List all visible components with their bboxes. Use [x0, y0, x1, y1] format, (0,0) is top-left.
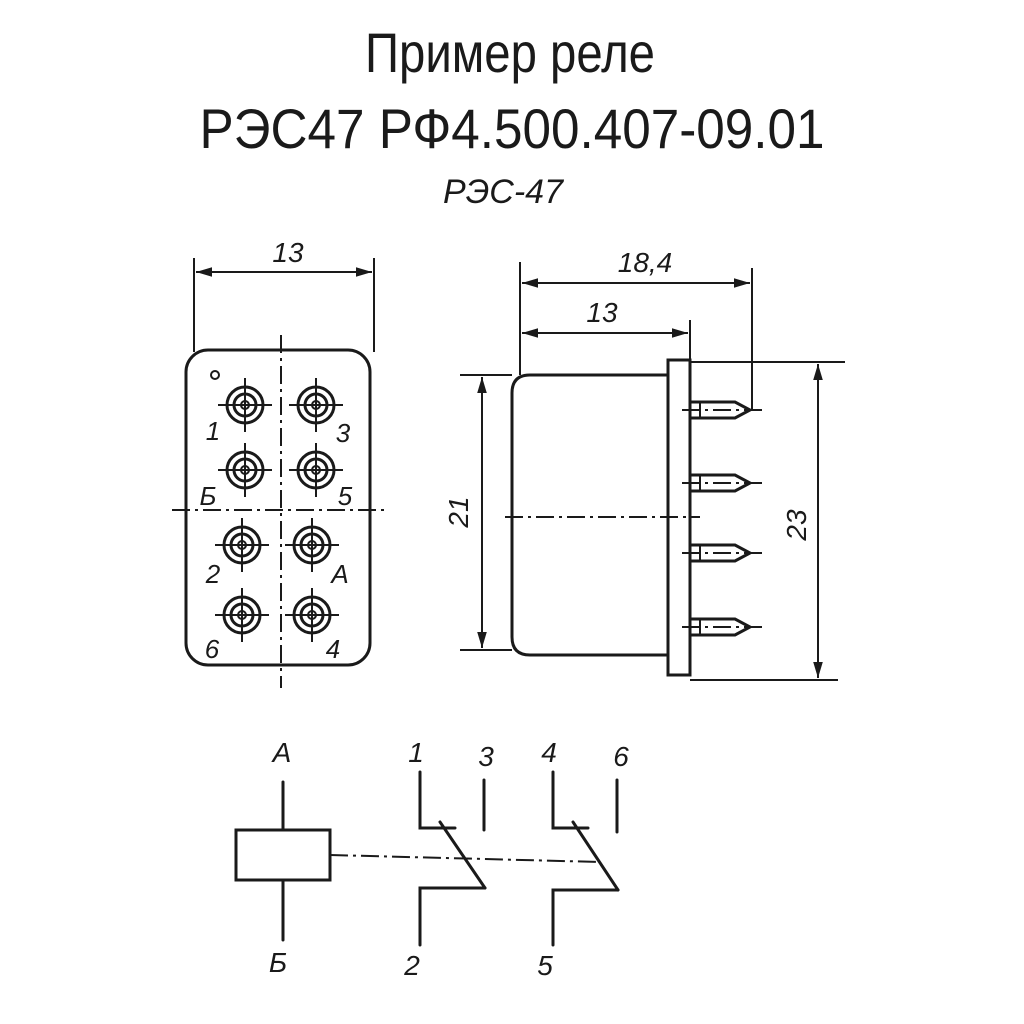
contact-label-4: 4 [541, 737, 557, 768]
pin-terminal [285, 588, 339, 642]
contact-label-6: 6 [613, 741, 629, 772]
contact-group-2: 4 6 5 [537, 737, 629, 981]
relay-coil [234, 828, 332, 882]
contact-label-5: 5 [537, 950, 553, 981]
pin-terminal [215, 588, 269, 642]
flange-height-dim: 23 [781, 509, 812, 542]
coil-label-b: Б [269, 947, 287, 978]
relay-body [510, 373, 670, 657]
pin-label-6: 6 [205, 634, 220, 664]
side-pin [682, 543, 765, 563]
schematic: А Б 1 3 2 4 6 5 [234, 737, 629, 981]
pin-terminal [289, 443, 343, 497]
pin-terminal [218, 443, 272, 497]
body-length-dim: 13 [586, 297, 618, 328]
body-height-dim: 21 [443, 496, 474, 528]
side-pin [682, 473, 765, 493]
contact-group-1: 1 3 2 [403, 737, 494, 981]
pin-terminal [215, 518, 269, 572]
title: Пример реле [365, 21, 655, 84]
total-length-dim: 18,4 [618, 247, 673, 278]
relay-base-outline [184, 348, 372, 667]
side-view: 18,4 13 21 23 [443, 247, 845, 681]
pin-label-b: Б [200, 481, 217, 511]
coil-label-a: А [271, 737, 292, 768]
side-pin [682, 617, 765, 637]
contact-label-3: 3 [478, 741, 494, 772]
subtitle: РЭС-47 [443, 173, 564, 211]
pin-label-3: 3 [336, 418, 351, 448]
pin-terminal [285, 518, 339, 572]
pin-label-5: 5 [338, 481, 353, 511]
pin-terminal [218, 378, 272, 432]
contact-label-2: 2 [403, 950, 420, 981]
front-width-dim: 13 [272, 237, 304, 268]
pin-terminal [289, 378, 343, 432]
model-line: РЭС47 РФ4.500.407-09.01 [200, 97, 825, 160]
front-view: 13 1 3 Б 5 2 А 6 4 [172, 237, 384, 688]
pin-label-4: 4 [326, 634, 340, 664]
pin-label-a: А [329, 559, 348, 589]
pin-label-2: 2 [205, 559, 221, 589]
side-pin [682, 400, 765, 420]
pin-label-1: 1 [206, 416, 220, 446]
contact-label-1: 1 [408, 737, 424, 768]
